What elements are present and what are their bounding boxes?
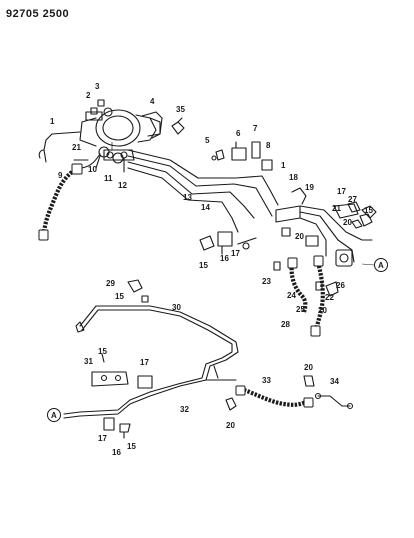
callout-c7: 7 [253, 124, 258, 133]
callout-c17b: 17 [231, 249, 240, 258]
connector-a-upper [374, 258, 388, 272]
callout-c26: 26 [336, 281, 345, 290]
callout-c15e: 15 [127, 442, 136, 451]
callout-c20e: 20 [304, 363, 313, 372]
flex-hose-25 [313, 261, 325, 331]
callout-c20c: 20 [318, 306, 327, 315]
brake-tubes-13-14 [127, 149, 279, 233]
callout-c3: 3 [95, 82, 100, 91]
callout-c25: 25 [296, 305, 305, 314]
callout-c24: 24 [287, 291, 296, 300]
callout-c16b: 16 [112, 448, 121, 457]
diagram-id: 92705 2500 [6, 8, 70, 20]
callout-c13: 13 [183, 193, 192, 202]
connector-a-lower [47, 408, 61, 422]
callout-c4: 4 [150, 97, 155, 106]
callout-c17c: 17 [140, 358, 149, 367]
callout-c17a: 17 [337, 187, 346, 196]
callout-c32: 32 [180, 405, 189, 414]
brake-tube-1 [43, 131, 81, 163]
flex-hose-9 [41, 170, 74, 233]
callout-c10: 10 [88, 165, 97, 174]
flex-hose-24 [289, 263, 308, 313]
callout-c20b: 20 [295, 232, 304, 241]
callout-c34: 34 [330, 377, 339, 386]
connector-a-lower-label: A [51, 411, 57, 420]
callout-c9: 9 [58, 171, 63, 180]
callout-c23: 23 [262, 277, 271, 286]
callout-c2: 2 [86, 91, 91, 100]
rear-brake-tube-30-32 [63, 305, 239, 419]
flex-hose-33 [243, 388, 307, 407]
callout-c5: 5 [205, 136, 210, 145]
callout-c1b: 1 [281, 161, 286, 170]
callout-c15d: 15 [98, 347, 107, 356]
callout-c21a: 21 [72, 143, 81, 152]
callout-c21b: 21 [332, 204, 341, 213]
callout-c15c: 15 [115, 292, 124, 301]
proportioning-valve-assembly [275, 187, 373, 267]
brake-tube-34 [317, 395, 351, 407]
callout-c8: 8 [266, 141, 271, 150]
callout-c16a: 16 [220, 254, 229, 263]
callout-c30: 30 [172, 303, 181, 312]
callout-c22: 22 [325, 293, 334, 302]
callout-c14: 14 [201, 203, 210, 212]
callout-c33: 33 [262, 376, 271, 385]
callout-c28: 28 [281, 320, 290, 329]
callout-c29: 29 [106, 279, 115, 288]
callout-c18: 18 [289, 173, 298, 182]
callout-c11: 11 [104, 174, 113, 183]
master-cylinder-assembly [79, 107, 161, 161]
callout-c17d: 17 [98, 434, 107, 443]
bracket-31 [91, 371, 129, 387]
callout-c20a: 20 [343, 218, 352, 227]
callout-c27: 27 [348, 195, 357, 204]
callout-c15b: 15 [199, 261, 208, 270]
callout-c6: 6 [236, 129, 241, 138]
callout-c19: 19 [305, 183, 314, 192]
callout-c1: 1 [50, 117, 55, 126]
callout-c35: 35 [176, 105, 185, 114]
callout-c15a: 15 [364, 206, 373, 215]
callout-c20d: 20 [226, 421, 235, 430]
connector-a-upper-label: A [378, 261, 384, 270]
callout-c12: 12 [118, 181, 127, 190]
callout-c31: 31 [84, 357, 93, 366]
